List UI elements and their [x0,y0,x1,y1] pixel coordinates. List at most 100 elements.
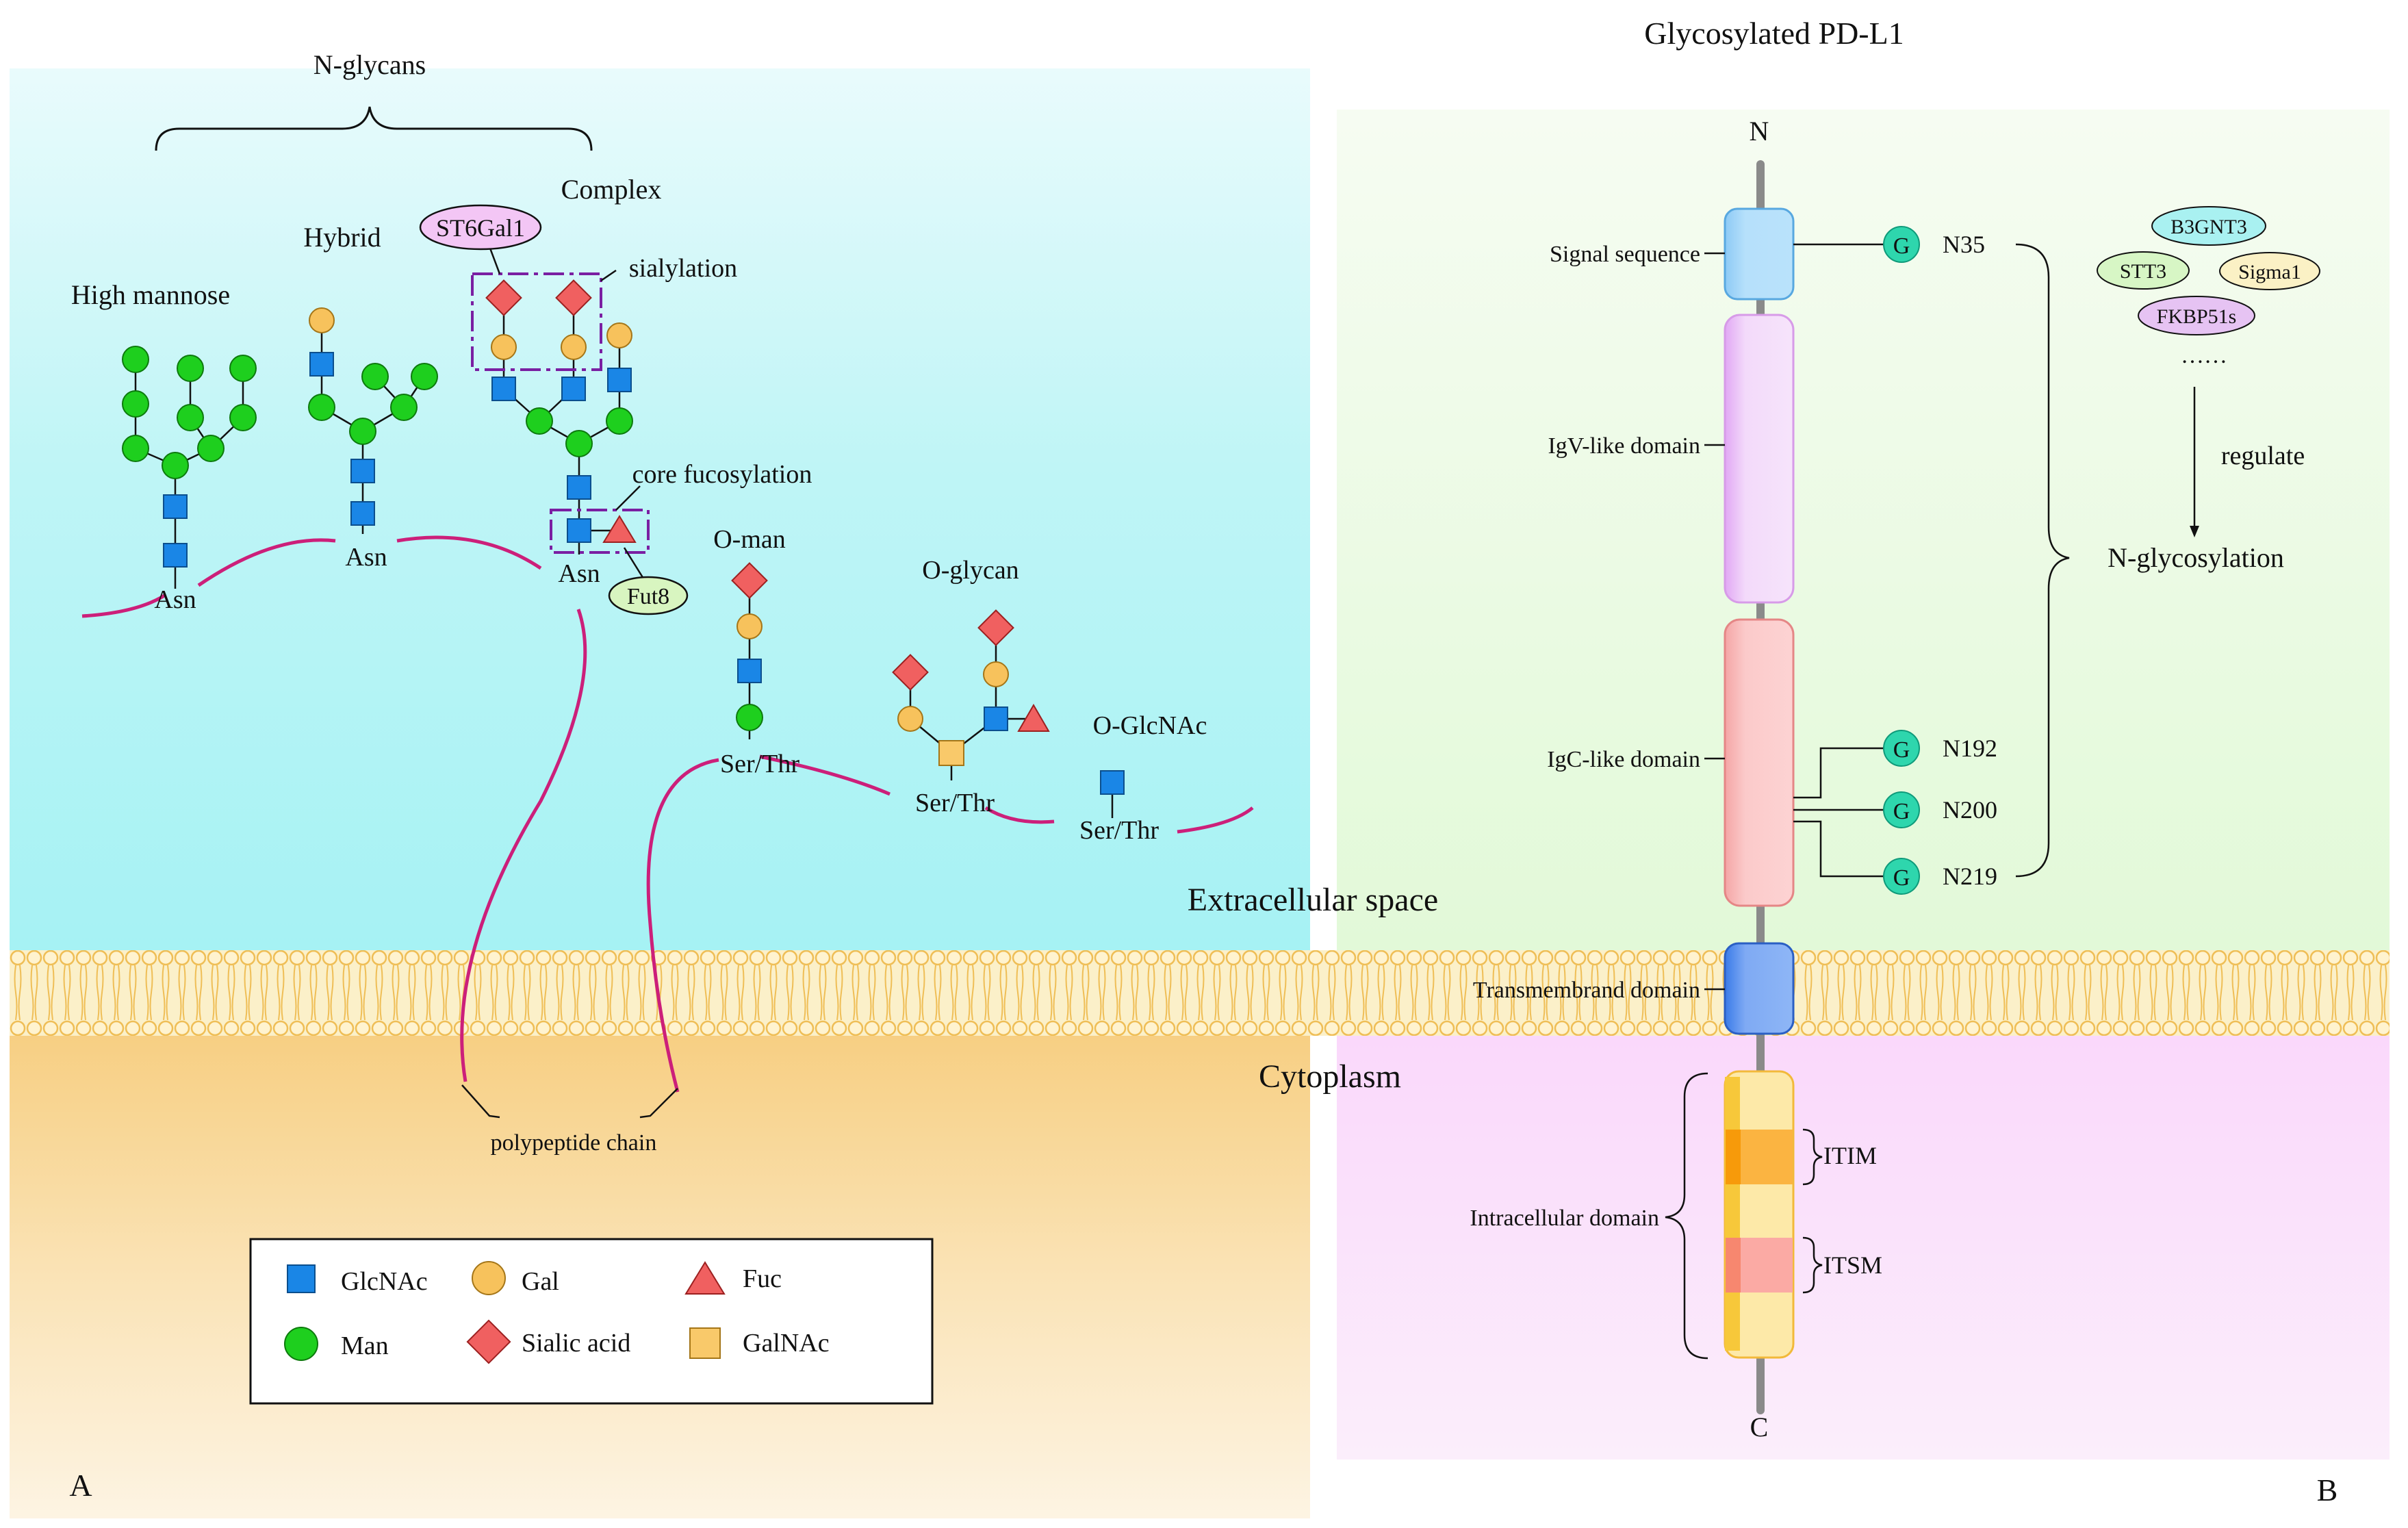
man-icon [411,363,438,390]
glcnac-icon [737,659,762,683]
glcnac-icon [984,706,1008,731]
legend-glcnac: GlcNAc [341,1267,428,1296]
sialic-acid-icon [555,279,592,316]
glcnac-icon [287,1264,316,1293]
man-icon [526,407,553,435]
man-icon [361,363,389,390]
n-glycans-brace [155,106,593,151]
sialic-acid-icon [485,279,522,316]
regulating-enzymes: B3GNT3 STT3 Sigma1 FKBP51s …… [2097,206,2320,368]
man-icon [197,435,225,462]
itsm-label: ITSM [1823,1251,1882,1279]
glcnac-icon [163,543,188,568]
asn-label: Asn [558,559,600,588]
glcnac-icon [607,368,632,392]
n-glycans-label: N-glycans [313,49,426,80]
n-glycosylation-label: N-glycosylation [2108,542,2284,573]
enzyme-label: B3GNT3 [2170,216,2247,238]
gal-icon [606,322,632,348]
polypeptide-chain [81,535,1254,1093]
man-icon [122,346,149,373]
o-man-glycan: O-man Ser/Thr [713,525,799,778]
man-icon [390,394,418,421]
g-label: G [1893,799,1910,824]
regulate-label: regulate [2221,442,2305,470]
transmembrane-domain [1724,942,1795,1035]
panel-a: N-glycans Complex Hybrid High mannose po… [69,49,1438,1503]
sialic-acid-icon [466,1319,511,1364]
igc-like-domain [1724,618,1795,907]
legend-man: Man [341,1332,389,1360]
signal-sequence-label: Signal sequence [1550,242,1700,267]
glcnac-icon [491,377,516,401]
g-node-icon [1883,730,1920,767]
galnac-icon [689,1327,721,1359]
hybrid-label: Hybrid [303,222,381,253]
o-glycan-label: O-glycan [922,556,1019,585]
site-label: N219 [1943,863,1997,890]
o-man-label: O-man [713,525,786,554]
man-icon [736,704,763,731]
site-label: N200 [1943,796,1997,824]
igv-like-label: IgV-like domain [1548,433,1700,459]
igv-like-domain [1724,314,1795,604]
itim-label: ITIM [1823,1142,1877,1169]
asn-label: Asn [154,585,196,614]
enzyme-label: STT3 [2120,260,2166,283]
gal-icon [472,1261,506,1295]
fuc-icon [1017,704,1050,732]
glcnac-icon [567,475,591,500]
intracellular-label: Intracellular domain [1470,1206,1659,1231]
panel-b-letter: B [2317,1473,2338,1507]
signal-sequence-domain [1724,207,1795,301]
gal-icon [491,334,517,360]
intracellular-domain [1724,1070,1795,1359]
gal-icon [897,706,923,732]
man-icon [229,355,257,382]
man-icon [284,1327,318,1361]
legend-sialic: Sialic acid [522,1329,630,1358]
asn-label: Asn [345,543,387,572]
sialic-acid-icon [977,609,1014,646]
ser-thr-label: Ser/Thr [1079,816,1159,845]
gal-icon [309,307,335,333]
high-mannose-glycan: Asn [122,346,257,614]
glcnac-icon [163,494,188,519]
site-label: N192 [1943,735,1997,762]
enzyme-b3gnt3 [2151,206,2266,246]
o-glcnac-glycan: O-GlcNAc Ser/Thr [1079,711,1207,845]
high-mannose-label: High mannose [71,279,230,310]
glycosylation-site-n200: G N200 [1883,791,1997,828]
glcnac-icon [567,518,591,543]
glcnac-icon [309,352,334,377]
gal-icon [737,613,763,639]
g-node-icon [1883,226,1920,263]
man-icon [349,418,376,445]
polypeptide-chain-label: polypeptide chain [491,1130,657,1156]
glcnac-icon [350,459,375,483]
extracellular-region-b [1337,110,2390,952]
ser-thr-label: Ser/Thr [720,750,799,778]
complex-label: Complex [561,174,662,205]
man-icon [177,404,204,431]
man-icon [122,390,149,418]
pd-l1-title: Glycosylated PD-L1 [1644,16,1904,51]
man-icon [177,355,204,382]
man-icon [606,407,633,435]
sialic-acid-icon [731,562,768,599]
sialylation-label: sialylation [629,254,737,283]
core-fucosylation-label: core fucosylation [632,460,812,489]
legend-gal: Gal [522,1267,559,1296]
fuc-icon [602,515,637,543]
n-terminus-label: N [1750,116,1769,147]
sialic-acid-icon [892,654,929,691]
glycosylation-site-n219: G N219 [1883,858,1997,895]
glcnac-icon [1100,770,1125,795]
panel-a-letter: A [69,1468,92,1503]
fuc-icon [684,1261,726,1295]
extracellular-region-a [10,68,1310,952]
c-terminus-label: C [1750,1412,1769,1442]
hybrid-glycan: Asn [308,307,438,572]
galnac-icon [938,740,964,766]
